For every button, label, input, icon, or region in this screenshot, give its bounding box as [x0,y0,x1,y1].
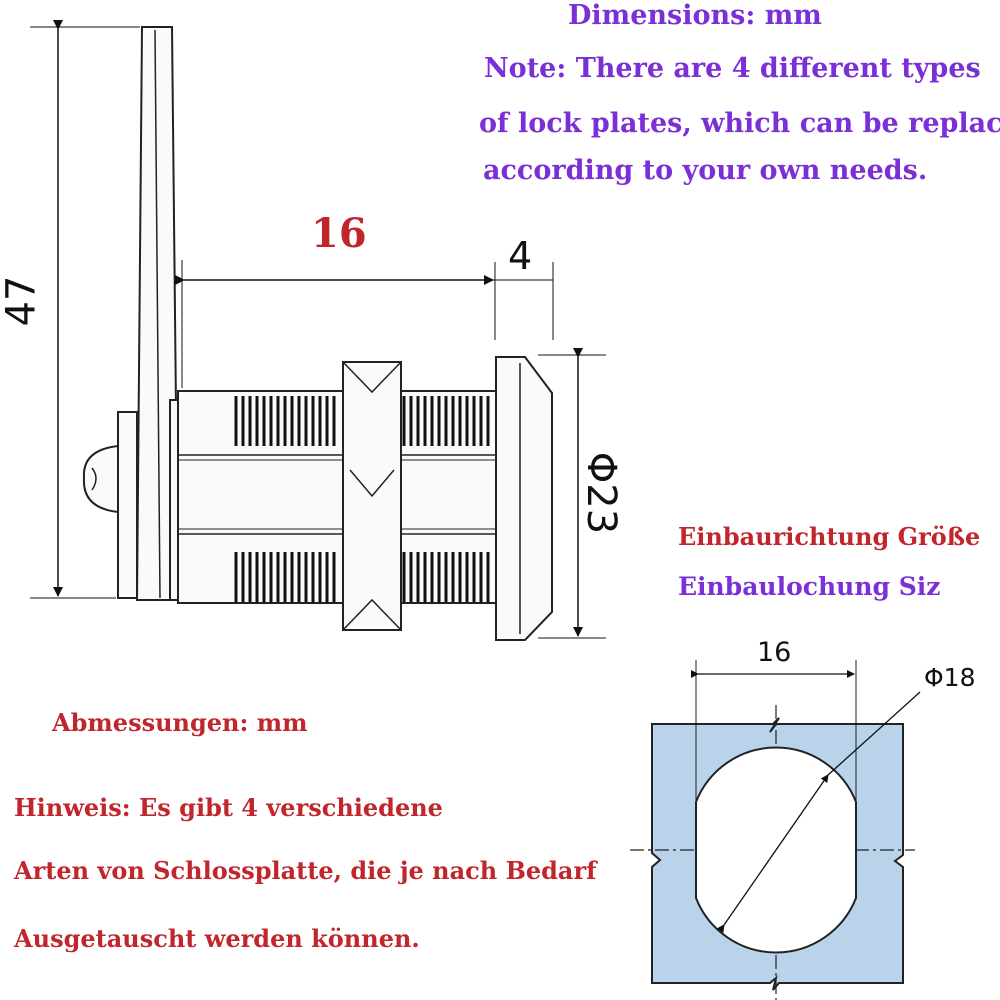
lock-body [177,390,497,604]
note-german-line-3: Ausgetauscht werden können. [14,924,420,953]
note-german-line-2: Arten von Schlossplatte, die je nach Bed… [14,856,597,885]
cam-nut-back [117,411,138,599]
flange-thickness-label: 4 [508,234,533,278]
units-german: Abmessungen: mm [52,708,308,737]
total-height-label: 47 [0,275,45,327]
install-direction-label: Einbaurichtung Größe [678,522,981,551]
body-length-label: 16 [311,210,367,257]
cam-lock-side-view [82,26,553,641]
key-tip [82,444,119,514]
note-english-line-1: Note: There are 4 different types [484,53,981,84]
units-english: Dimensions: mm [568,0,822,31]
note-german-line-1: Hinweis: Es gibt 4 verschiedene [14,793,443,822]
mounting-hole-view [630,660,921,1000]
note-english-line-2: of lock plates, which can be replaced [479,108,1000,139]
hole-diameter-label: Φ18 [924,663,976,692]
flange [495,356,553,641]
hole-width-label: 16 [757,637,792,668]
dimension-lines-side [30,20,606,639]
note-english-line-3: according to your own needs. [483,155,928,186]
install-hole-label: Einbaulochung Siz [678,572,941,601]
flange-diameter-label: Φ23 [578,451,625,535]
thread-marks [234,396,490,602]
